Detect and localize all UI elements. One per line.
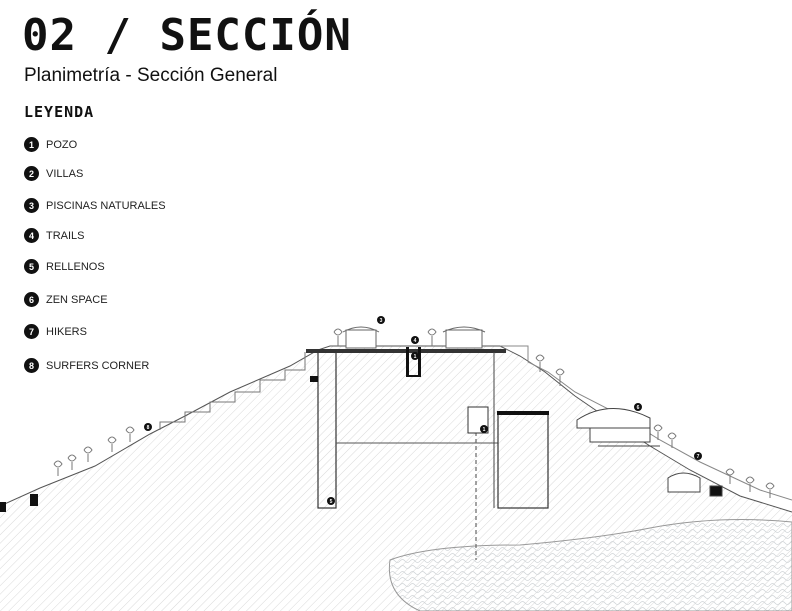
marker-7-label: 7 (697, 454, 700, 460)
hikers-building (667, 472, 723, 497)
villa-left (342, 326, 380, 349)
marker-1-b (480, 425, 488, 433)
zen-space-building (576, 408, 660, 447)
terrain-profile-line (0, 345, 792, 513)
legend-number-badge: 2 (24, 166, 39, 181)
surfers-corner-block (30, 494, 38, 506)
section-markers: 3 4 1 1 5 8 6 7 (144, 316, 702, 505)
page-subtitle: Planimetría - Sección General (24, 65, 278, 86)
legend-label: ZEN SPACE (46, 293, 108, 306)
legend-title: LEYENDA (24, 103, 95, 121)
terrace-steps (159, 352, 306, 430)
legend-number-badge: 1 (24, 137, 39, 152)
tree-icon (53, 328, 775, 498)
legend-label: SURFERS CORNER (46, 359, 150, 372)
legend-item-hikers: 7 HIKERS (24, 324, 87, 339)
ledge-block (310, 376, 318, 382)
legend-number-badge: 3 (24, 198, 39, 213)
legend-item-pozo: 1 POZO (24, 137, 77, 152)
trail-stair (406, 347, 409, 377)
legend-label: VILLAS (46, 167, 84, 180)
well-cap (497, 411, 549, 415)
marker-5 (327, 497, 335, 505)
legend-number-badge: 6 (24, 292, 39, 307)
legend-item-trails: 4 TRAILS (24, 228, 85, 243)
marker-5-label: 5 (330, 499, 333, 505)
legend-item-rellenos: 5 RELLENOS (24, 259, 105, 274)
legend-label: HIKERS (46, 325, 87, 338)
marker-4-label: 4 (414, 338, 417, 344)
legend-label: POZO (46, 138, 78, 151)
surfers-corner-block (0, 502, 6, 512)
legend-item-surfers-corner: 8 SURFERS CORNER (24, 358, 149, 373)
marker-3 (377, 316, 385, 324)
page-title: 02 / SECCIÓN (22, 10, 352, 61)
marker-3-label: 3 (380, 318, 383, 324)
legend-item-piscinas-naturales: 3 PISCINAS NATURALES (24, 198, 166, 213)
legend-number-badge: 7 (24, 324, 39, 339)
legend-label: RELLENOS (46, 260, 105, 273)
legend-item-zen-space: 6 ZEN SPACE (24, 292, 108, 307)
trail-stair (418, 347, 421, 377)
marker-1-a (411, 352, 419, 360)
legend-label: TRAILS (46, 229, 85, 242)
marker-8-label: 8 (147, 425, 150, 431)
marker-1-b-label: 1 (483, 427, 486, 433)
marker-6-label: 6 (637, 405, 640, 411)
marker-1-a-label: 1 (414, 354, 417, 360)
fill-volume (317, 351, 337, 509)
water-body (388, 519, 792, 611)
marker-6 (634, 403, 642, 411)
marker-7 (694, 452, 702, 460)
villa-right (442, 326, 486, 349)
marker-8 (144, 423, 152, 431)
marker-4 (411, 336, 419, 344)
legend-item-villas: 2 VILLAS (24, 166, 83, 181)
legend-number-badge: 5 (24, 259, 39, 274)
legend-number-badge: 4 (24, 228, 39, 243)
legend-number-badge: 8 (24, 358, 39, 373)
legend-label: PISCINAS NATURALES (46, 199, 166, 212)
